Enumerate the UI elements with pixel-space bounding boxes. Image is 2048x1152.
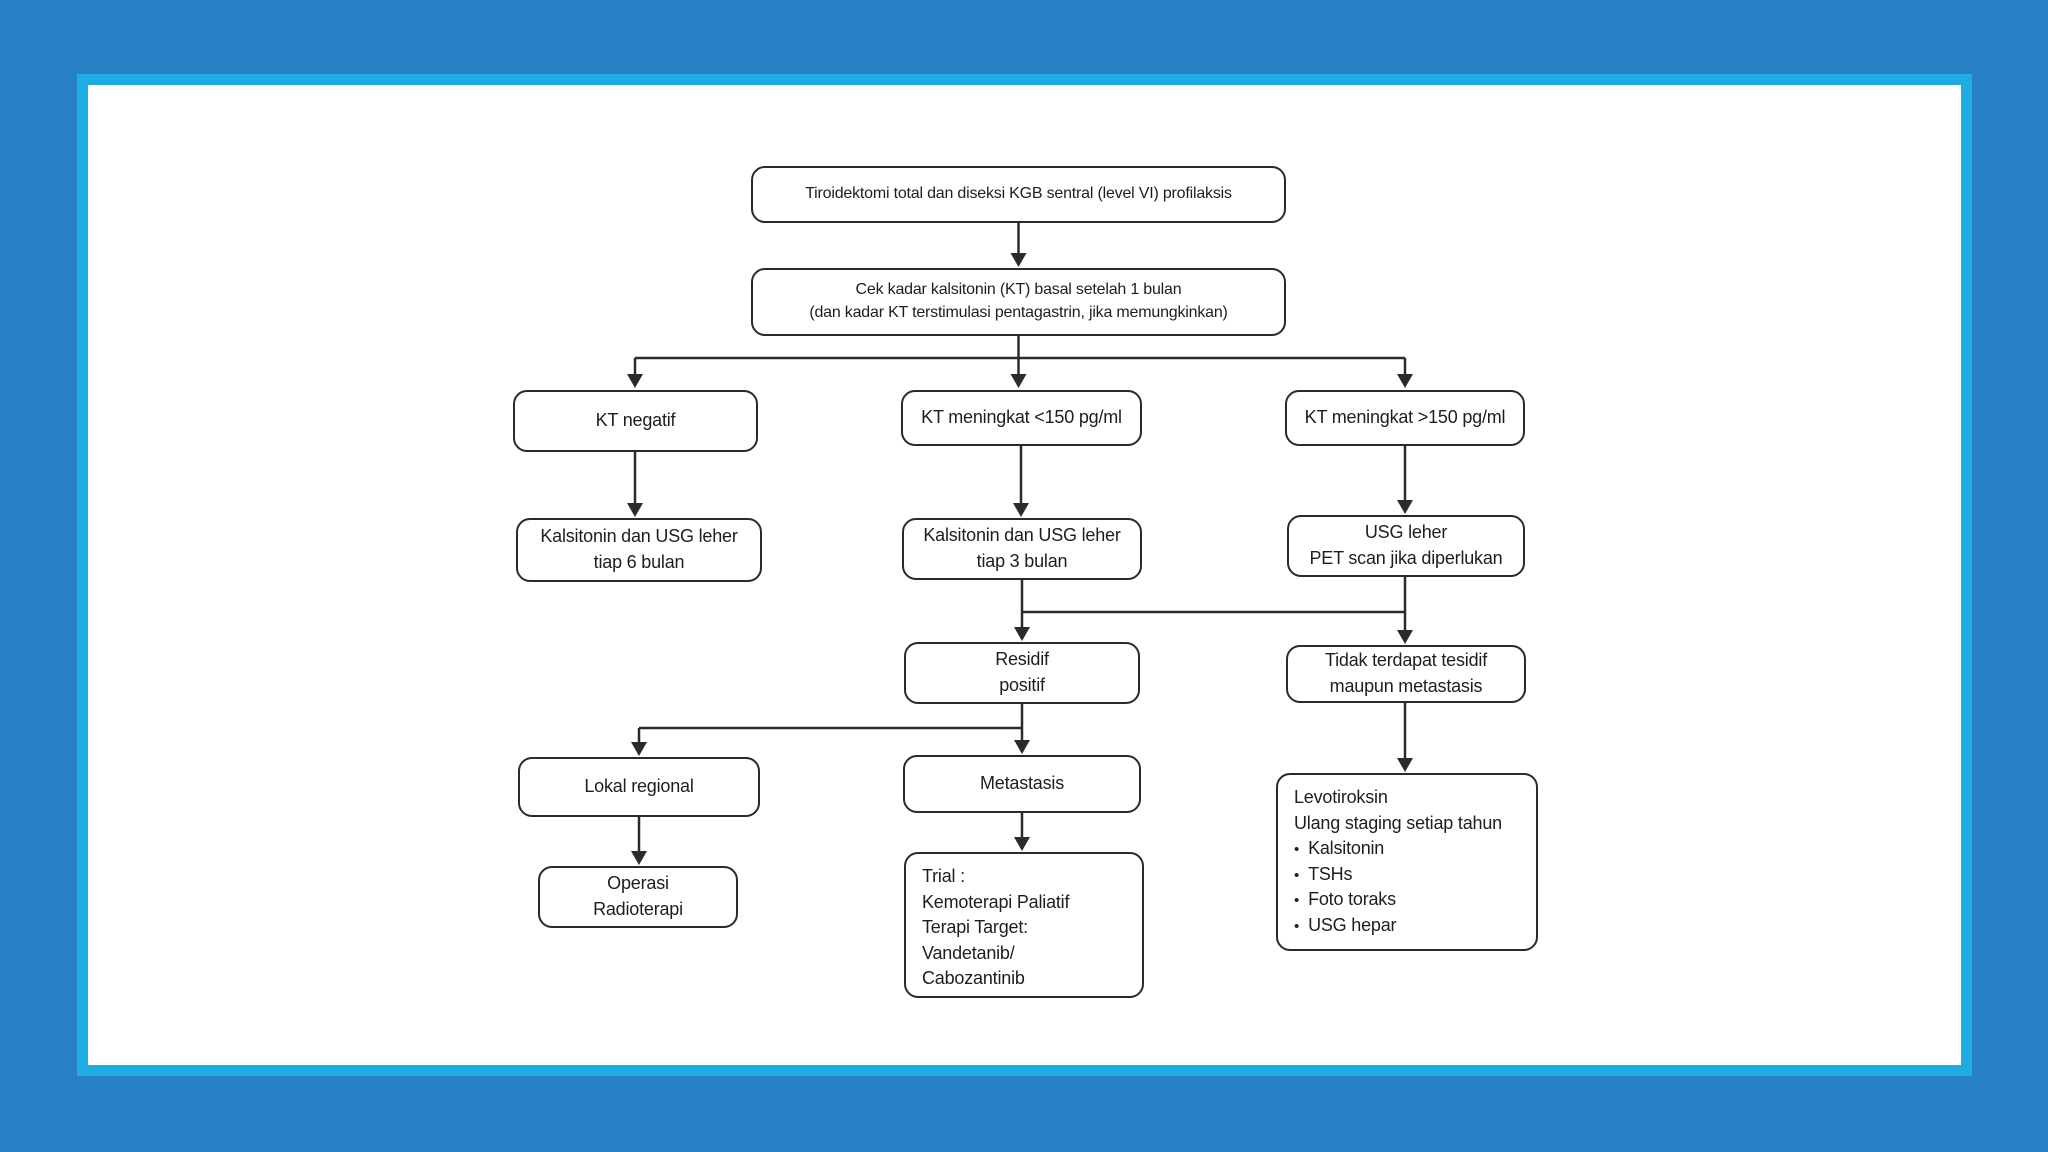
node-text: Radioterapi xyxy=(593,899,683,919)
node-cek-kadar-kalsitonin: Cek kadar kalsitonin (KT) basal setelah … xyxy=(751,268,1286,336)
node-text: KT meningkat <150 pg/ml xyxy=(921,407,1122,428)
node-text: Operasi xyxy=(607,873,669,894)
node-text: Lokal regional xyxy=(584,776,694,797)
bullet-icon: • xyxy=(1294,917,1300,935)
node-text: Levotiroksin xyxy=(1294,787,1388,807)
node-kt-meningkat-kurang-150: KT meningkat <150 pg/ml xyxy=(901,390,1142,446)
node-text: Ulang staging setiap tahun xyxy=(1294,812,1502,833)
node-text: maupun metastasis xyxy=(1329,676,1483,696)
bullet-icon: • xyxy=(1294,892,1300,910)
node-trial-kemoterapi: Trial : Kemoterapi Paliatif Terapi Targe… xyxy=(904,852,1144,998)
node-text: Terapi Target: xyxy=(922,917,1028,938)
node-text: Cek kadar kalsitonin (KT) basal setelah … xyxy=(855,281,1182,299)
node-tidak-terdapat-residif: Tidak terdapat tesidif maupun metastasis xyxy=(1286,645,1526,703)
node-usg-pet-scan: USG leher PET scan jika diperlukan xyxy=(1287,515,1525,577)
node-text: Trial : xyxy=(922,866,965,886)
node-text: USG hepar xyxy=(1308,914,1397,935)
bullet-icon: • xyxy=(1294,866,1300,884)
bullet-item: • Foto toraks xyxy=(1294,887,1396,913)
node-text: KT negatif xyxy=(595,410,676,431)
node-usg-tiap-6-bulan: Kalsitonin dan USG leher tiap 6 bulan xyxy=(516,518,762,582)
node-text: tiap 3 bulan xyxy=(976,551,1068,571)
node-text: positif xyxy=(999,675,1045,695)
node-text: Kemoterapi Paliatif xyxy=(922,891,1070,912)
node-metastasis: Metastasis xyxy=(903,755,1141,813)
node-text: Kalsitonin dan USG leher xyxy=(540,526,738,547)
node-operasi-radioterapi: Operasi Radioterapi xyxy=(538,866,738,928)
node-text: TSHs xyxy=(1308,863,1353,884)
node-text: USG leher xyxy=(1364,522,1448,543)
node-text: Vandetanib/ xyxy=(922,942,1015,963)
node-levotiroksin-staging: Levotiroksin Ulang staging setiap tahun … xyxy=(1276,773,1538,951)
node-usg-tiap-3-bulan: Kalsitonin dan USG leher tiap 3 bulan xyxy=(902,518,1142,580)
node-tiroidektomi-total: Tiroidektomi total dan diseksi KGB sentr… xyxy=(751,166,1286,223)
bullet-item: • Kalsitonin xyxy=(1294,836,1384,862)
bullet-item: • TSHs xyxy=(1294,862,1352,888)
node-text: Residif xyxy=(995,649,1049,670)
node-lokal-regional: Lokal regional xyxy=(518,757,760,817)
node-text: Cabozantinib xyxy=(922,968,1025,989)
bullet-icon: • xyxy=(1294,841,1300,859)
node-kt-negatif: KT negatif xyxy=(513,390,758,452)
bullet-item: • USG hepar xyxy=(1294,913,1397,939)
node-text: Kalsitonin xyxy=(1308,838,1385,859)
node-text: Metastasis xyxy=(979,773,1065,794)
node-text: KT meningkat >150 pg/ml xyxy=(1304,407,1506,428)
node-text: Kalsitonin dan USG leher xyxy=(923,525,1121,546)
node-text: Tiroidektomi total dan diseksi KGB sentr… xyxy=(805,185,1232,203)
node-residif-positif: Residif positif xyxy=(904,642,1140,704)
node-text: (dan kadar KT terstimulasi pentagastrin,… xyxy=(809,304,1228,321)
node-text: Tidak terdapat tesidif xyxy=(1324,650,1488,671)
node-text: PET scan jika diperlukan xyxy=(1309,548,1503,568)
node-text: Foto toraks xyxy=(1308,889,1396,910)
node-kt-meningkat-lebih-150: KT meningkat >150 pg/ml xyxy=(1285,390,1525,446)
node-text: tiap 6 bulan xyxy=(593,552,685,572)
